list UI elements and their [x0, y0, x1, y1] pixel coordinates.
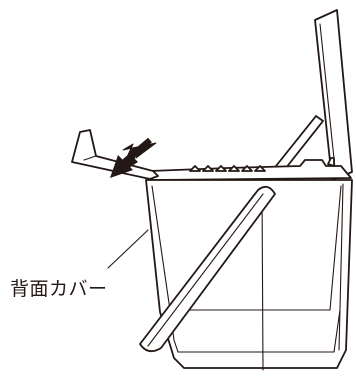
- arrow-icon: [110, 137, 157, 178]
- callout-leader-line: [107, 229, 149, 269]
- carry-handle: [139, 185, 276, 353]
- body-top-frame: [149, 157, 352, 181]
- lid-panel: [314, 9, 353, 181]
- back-cover-label: 背面カバー: [10, 278, 108, 300]
- device-body: [145, 179, 353, 371]
